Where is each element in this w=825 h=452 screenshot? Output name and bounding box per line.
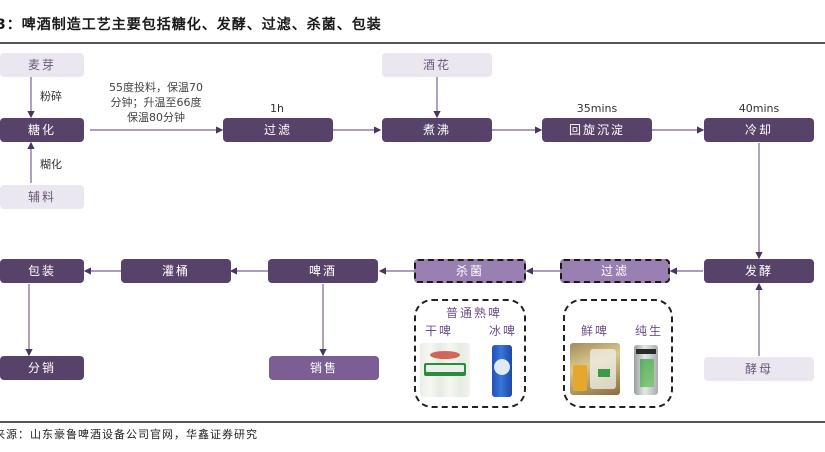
mash-note-line-3: 保温80分钟 [127, 111, 185, 124]
dry-beer-cans-image [420, 343, 470, 397]
step-packaging: 包装 [0, 259, 84, 283]
label-crush: 粉碎 [40, 90, 62, 103]
step-fermentation: 发酵 [704, 259, 814, 283]
step-sales: 销售 [269, 356, 379, 380]
mash-note-line-2: 分钟；升温至66度 [110, 96, 202, 109]
label-filter-time: 1h [270, 102, 284, 115]
input-adjunct: 辅料 [0, 185, 84, 209]
step-cooling: 冷却 [704, 118, 814, 142]
step-filtration-1: 过滤 [223, 118, 333, 142]
source-divider [0, 421, 825, 423]
step-boiling: 煮沸 [382, 118, 492, 142]
input-malt: 麦芽 [0, 53, 84, 77]
step-whirlpool: 回旋沉淀 [542, 118, 652, 142]
input-hops: 酒花 [382, 53, 492, 77]
title-divider [0, 42, 825, 44]
product-dry-beer-label: 干啤 [425, 324, 454, 338]
mash-note-line-1: 55度投料，保温70 [109, 81, 203, 94]
step-barreling: 灌桶 [121, 259, 231, 283]
step-saccharification: 糖化 [0, 118, 84, 142]
step-filtration-2: 过滤 [560, 259, 670, 283]
label-whirlpool-time: 35mins [576, 102, 618, 115]
ice-beer-can-image [492, 345, 512, 397]
draft-beer-can-image [634, 345, 658, 395]
step-sterilization: 杀菌 [414, 259, 526, 283]
fresh-beer-bag-image [570, 343, 620, 395]
step-beer: 啤酒 [268, 259, 378, 283]
group-fresh-beer: 鲜啤 纯生 [563, 299, 673, 408]
label-gelatinize: 糊化 [40, 158, 62, 171]
product-ice-beer-label: 冰啤 [489, 324, 518, 338]
group-ordinary-title: 普通熟啤 [446, 306, 503, 320]
group-ordinary-beer: 普通熟啤 干啤 冰啤 [414, 299, 526, 408]
label-cool-time: 40mins [738, 102, 780, 115]
source-note: 来源：山东豪鲁啤酒设备公司官网，华鑫证券研究 [0, 428, 258, 441]
figure-title: 3：啤酒制造工艺主要包括糖化、发酵、过滤、杀菌、包装 [0, 17, 382, 33]
product-fresh-beer-label: 鲜啤 [581, 324, 610, 338]
step-distribution: 分销 [0, 356, 84, 380]
input-yeast: 酵母 [704, 357, 814, 381]
product-draft-beer-label: 纯生 [635, 324, 664, 338]
mash-note: 55度投料，保温70 分钟；升温至66度 保温80分钟 [92, 80, 220, 125]
